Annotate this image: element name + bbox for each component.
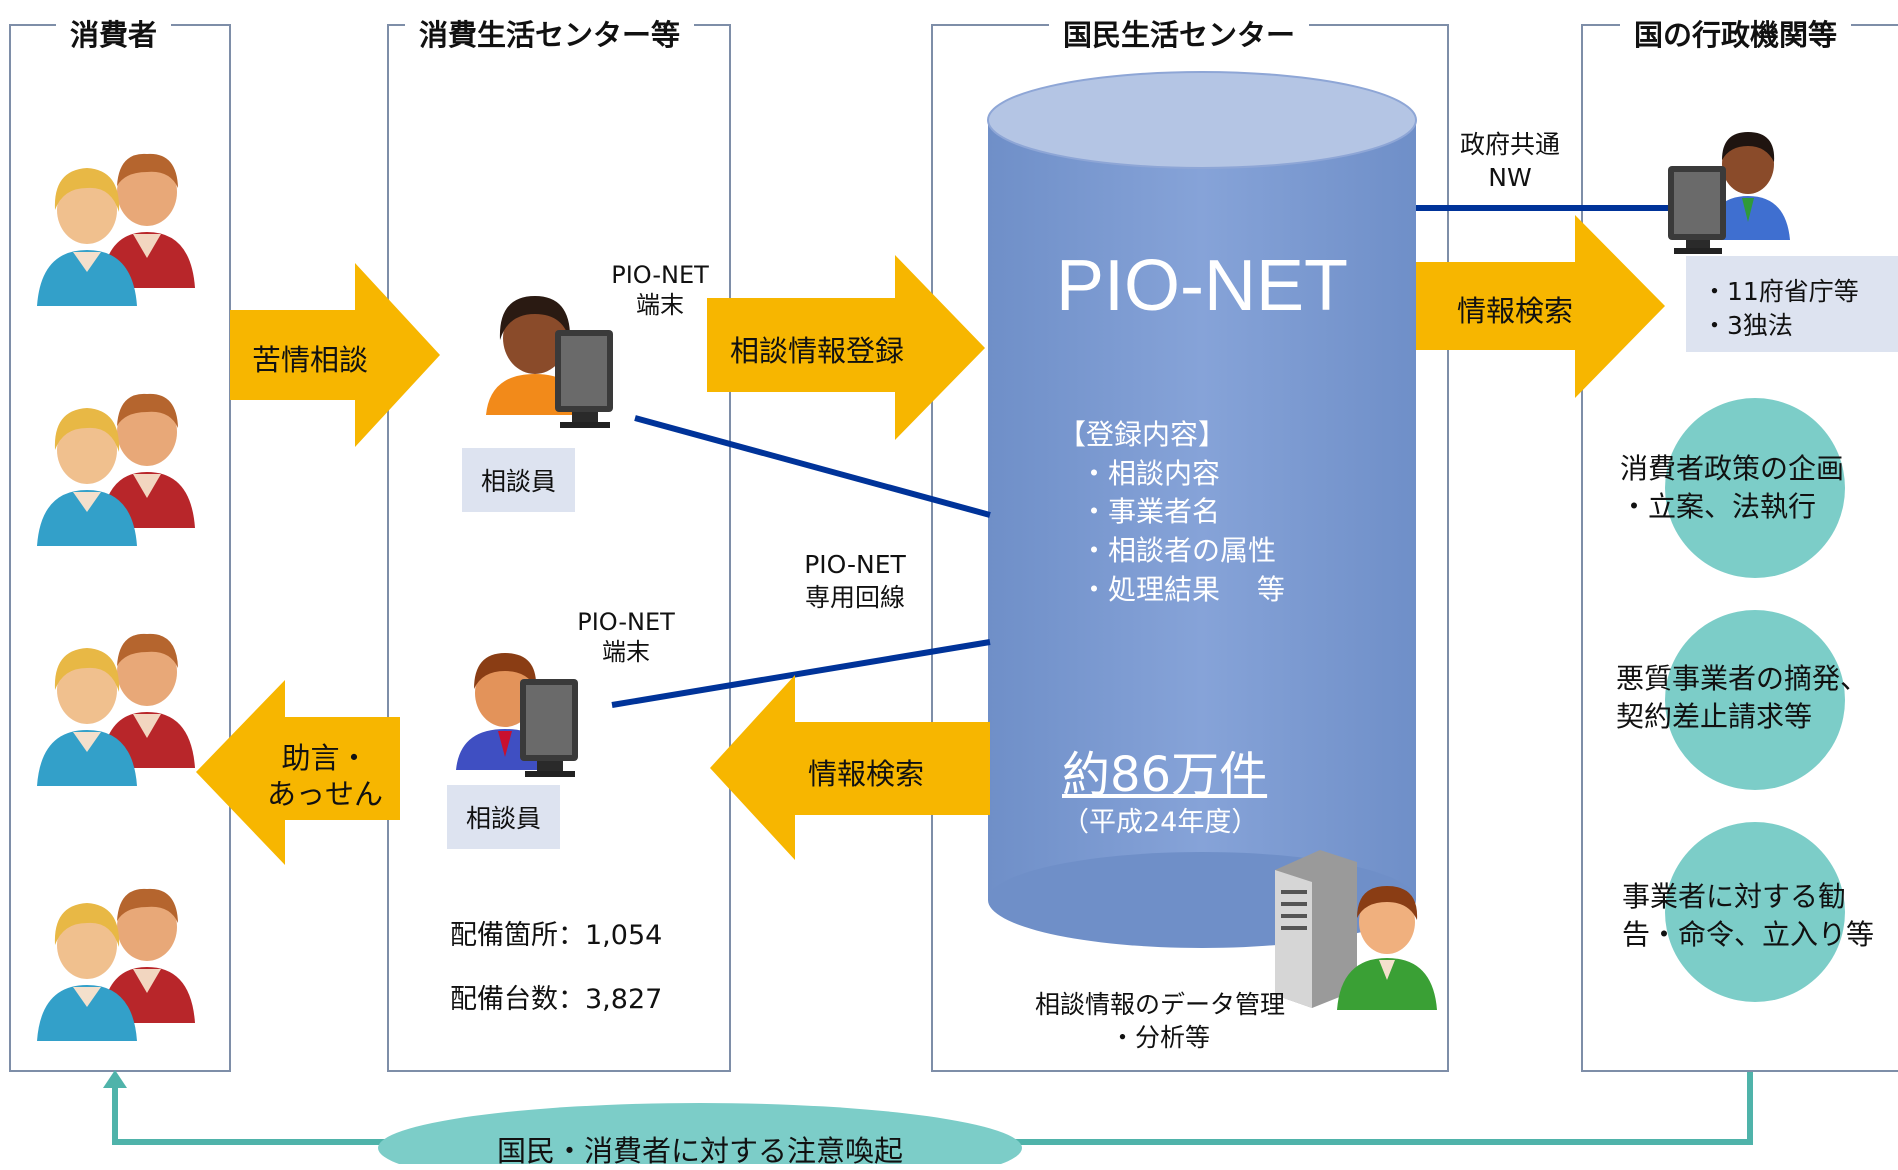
arrow-register-label: 相談情報登録 — [730, 334, 905, 368]
database-content-item: ・相談内容 — [1080, 457, 1221, 490]
national-panel-title: 国民生活センター — [1049, 12, 1310, 54]
monitor-icon — [555, 330, 613, 428]
database-content-item: ・事業者名 — [1080, 495, 1221, 528]
gov-agencies-line1: ・11府省庁等 — [1702, 277, 1859, 306]
gov-action-3-line1: 事業者に対する勧 — [1622, 880, 1847, 913]
center-panel — [387, 24, 731, 1072]
line-bottom-terminal — [611, 639, 991, 708]
arrow-advice-label: 助言・ あっせん — [255, 740, 395, 812]
dedicated-line-line2: 専用回線 — [804, 583, 905, 612]
terminal-bottom-label: PIO-NET 端末 — [564, 607, 688, 667]
terminal-bottom-line1: PIO-NET — [577, 608, 675, 636]
database-title: PIO-NET — [1055, 246, 1348, 326]
advice-line1: 助言・ — [281, 741, 369, 775]
terminal-top-label: PIO-NET 端末 — [598, 260, 722, 320]
server-admin-icon — [1275, 850, 1437, 1010]
counselor-bottom-icon — [456, 653, 578, 777]
consumer-group-1 — [37, 153, 195, 306]
gov-action-circle-2 — [1665, 610, 1845, 790]
line-top-terminal — [634, 415, 991, 518]
arrow-search-gov-label: 情報検索 — [1457, 294, 1574, 328]
server-icon — [1275, 850, 1357, 1008]
arrow-complaint — [230, 263, 440, 447]
gov-network-line1: 政府共通 — [1459, 130, 1560, 159]
data-management-label: 相談情報のデータ管理 ・分析等 — [1000, 988, 1320, 1054]
consumer-group-4 — [37, 888, 195, 1041]
alert-label: 国民・消費者に対する注意喚起 — [496, 1134, 903, 1168]
gov-panel — [1581, 24, 1898, 1072]
gov-agencies-box — [1686, 256, 1898, 352]
alert-ellipse — [378, 1103, 1022, 1164]
gov-action-text-2: 悪質事業者の摘発、 契約差止請求等 — [1616, 660, 1868, 736]
gov-action-text-3: 事業者に対する勧 告・命令、立入り等 — [1622, 878, 1874, 954]
gov-panel-title: 国の行政機関等 — [1620, 12, 1852, 54]
woman-icon — [37, 168, 137, 306]
counselor-top-label: 相談員 — [462, 448, 575, 512]
man-icon — [101, 153, 195, 288]
database-count-note: （平成24年度） — [1062, 807, 1259, 838]
gov-network-line2: NW — [1488, 163, 1532, 192]
counselor-bottom-label: 相談員 — [447, 785, 560, 849]
consumer-group-3 — [37, 633, 195, 786]
gov-network-label: 政府共通 NW — [1440, 128, 1580, 194]
arrow-search-back — [710, 675, 990, 860]
database-contents-heading: 【登録内容】 — [1058, 418, 1227, 451]
advice-line2: あっせん — [266, 777, 383, 811]
dedicated-line-line1: PIO-NET — [804, 550, 906, 579]
admin-person-icon — [1337, 886, 1437, 1010]
terminal-bottom-line2: 端末 — [602, 638, 650, 666]
database-count: 約86万件 — [1062, 747, 1268, 803]
database-content-item: ・相談者の属性 — [1080, 534, 1277, 567]
deployment-units: 配備台数：3,827 — [450, 984, 663, 1015]
gov-action-text-1: 消費者政策の企画 ・立案、法執行 — [1620, 450, 1844, 526]
deployment-locations: 配備箇所：1,054 — [450, 920, 663, 951]
arrow-complaint-label: 苦情相談 — [252, 343, 369, 377]
alert-connector-arrowhead — [103, 1070, 127, 1088]
center-panel-title: 消費生活センター等 — [405, 12, 695, 54]
gov-action-1-line1: 消費者政策の企画 — [1620, 452, 1845, 485]
arrow-advice — [196, 680, 400, 865]
gov-action-2-line1: 悪質事業者の摘発、 — [1616, 662, 1869, 695]
gov-officer-icon — [1668, 132, 1790, 254]
gov-action-circle-3 — [1665, 822, 1845, 1002]
monitor-icon — [1668, 166, 1726, 254]
gov-action-circle-1 — [1665, 398, 1845, 578]
arrow-search-gov — [1416, 215, 1665, 398]
gov-action-3-line2: 告・命令、立入り等 — [1622, 918, 1875, 951]
counselor-top-icon — [486, 296, 613, 428]
data-management-line1: 相談情報のデータ管理 — [1034, 990, 1285, 1019]
national-panel — [931, 24, 1449, 1072]
dedicated-line-label: PIO-NET 専用回線 — [780, 548, 930, 614]
monitor-icon — [520, 679, 578, 777]
gov-agencies-line2: ・3独法 — [1702, 311, 1793, 340]
data-management-line2: ・分析等 — [1109, 1023, 1210, 1052]
consumer-panel — [9, 24, 231, 1072]
gov-action-2-line2: 契約差止請求等 — [1616, 700, 1813, 733]
arrow-register — [707, 255, 985, 440]
consumer-group-2 — [37, 393, 195, 546]
terminal-top-line1: PIO-NET — [611, 261, 709, 289]
arrow-search-back-label: 情報検索 — [808, 757, 925, 791]
database-content-item: ・処理結果 等 — [1080, 573, 1285, 606]
terminal-top-line2: 端末 — [636, 291, 684, 319]
gov-action-1-line2: ・立案、法執行 — [1620, 490, 1817, 523]
consumer-panel-title: 消費者 — [56, 12, 172, 54]
